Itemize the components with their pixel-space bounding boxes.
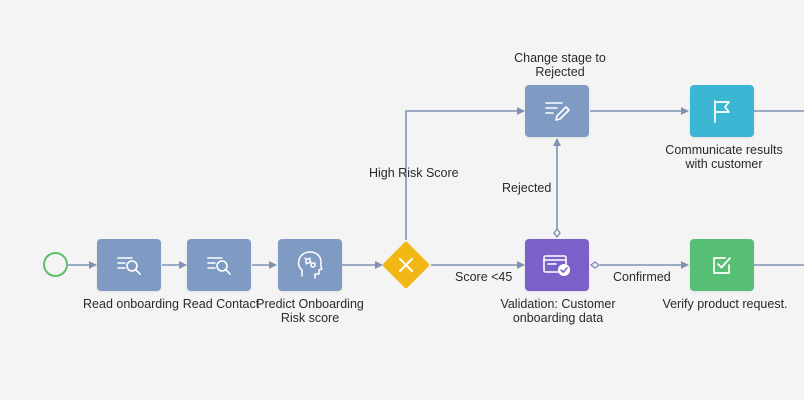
validation-node[interactable] [525,239,589,291]
read-contact-label: Read Contact [182,297,260,311]
validation-label: Validation: Customer onboarding data [495,297,621,325]
edge-label-score-low: Score <45 [455,270,513,284]
edge-source-diamond-confirmed [589,261,601,269]
edge-label-high-risk: High Risk Score [369,166,459,180]
verify-label: Verify product request. [662,297,788,311]
read-onboarding-label: Read onboarding [83,297,179,311]
predict-risk-label-line1: Predict Onboarding [256,297,364,311]
ai-brain-icon [297,251,323,279]
exclusive-gateway-icon [399,258,413,272]
edge-label-rejected: Rejected [502,181,552,195]
predict-risk-label-line2: Risk score [280,311,340,325]
edge-label-confirmed: Confirmed [613,270,671,284]
edge-gateway-to-change-stage [405,107,525,240]
communicate-label-line1: Communicate results [665,143,783,157]
predict-risk-node[interactable] [278,239,342,291]
predict-risk-label: Predict Onboarding Risk score [256,297,364,325]
start-event[interactable] [43,252,68,277]
read-onboarding-node[interactable] [97,239,161,291]
change-stage-node[interactable] [525,85,589,137]
edit-data-icon [545,102,570,121]
validation-label-line2: onboarding data [512,311,604,325]
checkbox-icon [713,257,731,274]
change-stage-label: Change stage to Rejected [500,51,620,79]
read-data-icon [207,257,231,275]
flag-icon [714,100,730,123]
change-stage-label-line1: Change stage to [514,51,606,65]
read-contact-node[interactable] [187,239,251,291]
edge-source-diamond-rejected [553,227,561,239]
user-task-icon [543,255,570,276]
communicate-node[interactable] [690,85,754,137]
read-data-icon [117,257,141,275]
verify-node[interactable] [690,239,754,291]
communicate-label-line2: with customer [685,157,763,171]
validation-label-line1: Validation: Customer [500,297,616,311]
communicate-label: Communicate results with customer [660,143,788,171]
change-stage-label-line2: Rejected [535,65,585,79]
